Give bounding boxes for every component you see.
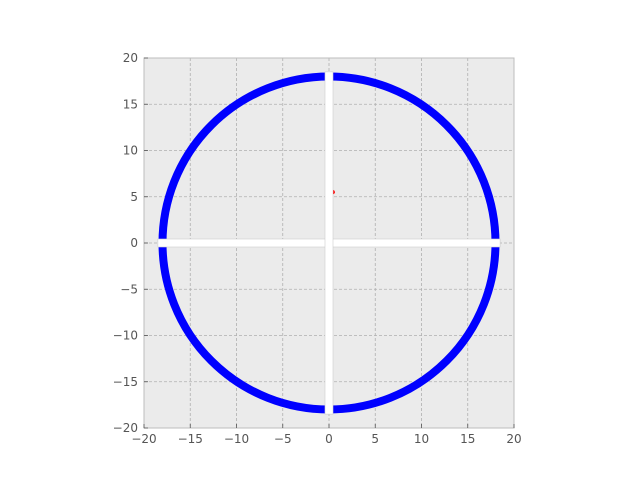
crosshair [157,71,501,415]
x-tick-label: −20 [131,432,156,446]
x-tick-label: −15 [178,432,203,446]
x-tick-label: −10 [224,432,249,446]
y-tick-label: 20 [123,51,138,65]
x-tick-label: 20 [506,432,521,446]
y-tick-label: −10 [113,329,138,343]
crosshair-vertical [324,71,334,415]
y-tick-label: 10 [123,144,138,158]
x-tick-label: 10 [414,432,429,446]
y-tick-label: 0 [130,236,138,250]
y-tick-label: −15 [113,375,138,389]
x-tick-label: 15 [460,432,475,446]
x-tick-label: 0 [325,432,333,446]
y-tick-label: 5 [130,190,138,204]
x-axis-ticks: −20 −15 −10 −5 0 5 10 15 20 [131,424,522,446]
y-axis-ticks: −20 −15 −10 −5 0 5 10 15 20 [113,51,148,435]
x-tick-label: −5 [274,432,292,446]
y-tick-label: −5 [120,282,138,296]
y-tick-label: 15 [123,97,138,111]
x-tick-label: 5 [371,432,379,446]
y-tick-label: −20 [113,421,138,435]
